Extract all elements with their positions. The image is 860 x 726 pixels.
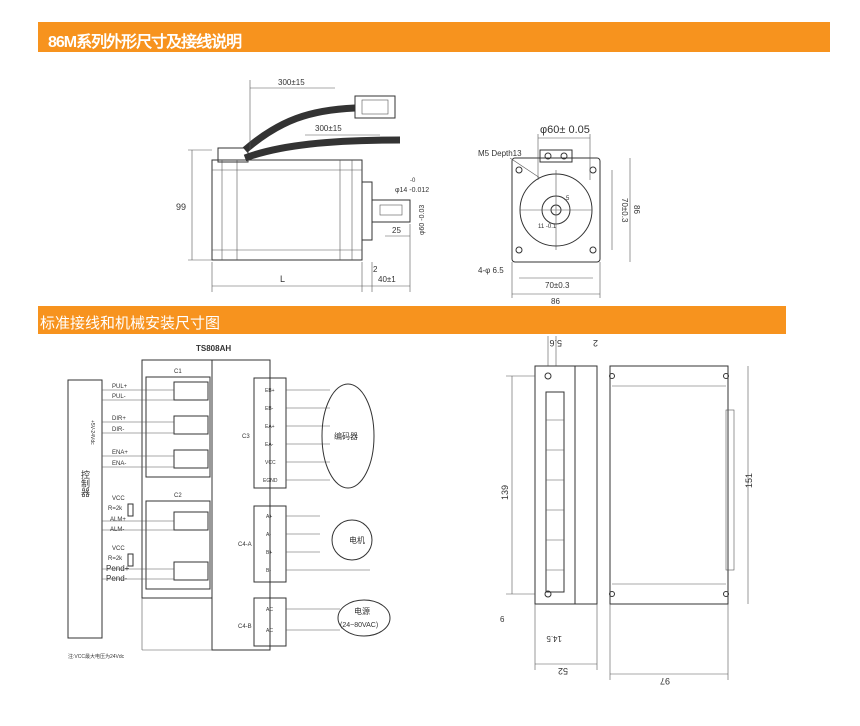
power-ellipse bbox=[337, 599, 391, 637]
key-length: 25 bbox=[392, 226, 401, 235]
top-dim-b: 2 bbox=[593, 338, 598, 348]
driver-model: TS808AH bbox=[196, 344, 231, 353]
driver-dimension-view: 5.6 2 139 151 6 14.5 52 97 bbox=[500, 336, 754, 686]
alm-plus: ALM+ bbox=[110, 517, 126, 523]
top-title: 86M系列外形尺寸及接线说明 bbox=[48, 34, 242, 51]
b-minus: B- bbox=[266, 568, 271, 574]
pend-minus: Pend- bbox=[106, 574, 128, 583]
small-dim-2: 11 -0.1 bbox=[538, 224, 557, 230]
wiring-diagram: TS808AH 控制器 +5V-24Vdc C1 PUL+ PUL- DIR+ … bbox=[67, 344, 391, 660]
eb-minus: EB- bbox=[265, 406, 274, 412]
front-connector bbox=[539, 149, 573, 163]
motor-length: L bbox=[280, 274, 285, 284]
encoder-label: 编码器 bbox=[334, 431, 358, 441]
section-title-banner: 标准接线和机械安装尺寸图 bbox=[38, 306, 786, 334]
pul-plus: PUL+ bbox=[112, 384, 128, 390]
resistor-2: R=2k bbox=[108, 556, 123, 562]
resistor-1: R=2k bbox=[108, 506, 123, 512]
front-height: 86 bbox=[632, 205, 641, 214]
shaft bbox=[371, 199, 411, 223]
vcc-1: VCC bbox=[112, 496, 125, 502]
pend-plus: Pend+ bbox=[106, 564, 130, 573]
c1-box bbox=[145, 376, 211, 478]
section-title: 标准接线和机械安装尺寸图 bbox=[40, 315, 221, 332]
c3-label: C3 bbox=[242, 434, 250, 440]
ac-2: AC bbox=[266, 628, 273, 634]
motor-height: 99 bbox=[176, 202, 186, 212]
a-minus: A- bbox=[266, 532, 271, 538]
driver-right-block bbox=[211, 359, 271, 651]
cable-1 bbox=[242, 104, 356, 153]
shaft-length: 40±1 bbox=[378, 275, 396, 284]
front-body bbox=[511, 157, 601, 263]
c4a-label: C4-A bbox=[238, 542, 252, 548]
controller-box bbox=[67, 379, 103, 639]
c1-label: C1 bbox=[174, 369, 182, 375]
c4a-box bbox=[253, 505, 287, 583]
power-label: 电源 bbox=[354, 606, 370, 616]
top-dim-a: 5.6 bbox=[549, 338, 562, 348]
terminal-strip bbox=[545, 391, 565, 593]
bottom-dim-a: 6 bbox=[500, 615, 505, 624]
eb-plus: EB+ bbox=[265, 388, 275, 394]
shaft-key bbox=[379, 204, 403, 216]
driver-side-face bbox=[609, 365, 729, 605]
ac-1: AC bbox=[266, 607, 273, 613]
shaft-diameter: φ14 -0.012 bbox=[395, 187, 429, 194]
motor-label: 电机 bbox=[349, 535, 365, 545]
encoder-gnd: EGND bbox=[263, 478, 278, 484]
dir-plus: DIR+ bbox=[112, 416, 126, 422]
c2-label: C2 bbox=[174, 493, 182, 499]
driver-inner-height: 139 bbox=[500, 485, 510, 500]
b-plus: B+ bbox=[266, 550, 272, 556]
hole-spec: 4-φ 6.5 bbox=[478, 266, 504, 275]
controller-label: 控制器 bbox=[80, 469, 90, 497]
top-title-banner: 86M系列外形尺寸及接线说明 bbox=[38, 22, 830, 52]
cable-connector bbox=[354, 95, 396, 119]
c4b-box bbox=[253, 597, 287, 647]
c4b-label: C4-B bbox=[238, 624, 252, 630]
cable-length-2: 300±15 bbox=[315, 124, 342, 133]
ena-minus: ENA- bbox=[112, 461, 126, 467]
motor-side-view: 300±15 300±15 99 L 40±1 2 25 φ14 -0.012 … bbox=[176, 78, 429, 292]
c3-box bbox=[253, 377, 287, 489]
encoder-ellipse bbox=[321, 383, 375, 489]
bottom-dim-b: 14.5 bbox=[546, 634, 562, 643]
hole-pitch-h: 70±0.3 bbox=[545, 281, 570, 290]
cable-2 bbox=[243, 136, 401, 162]
shaft-tolerance: -0 bbox=[410, 178, 416, 184]
flange bbox=[361, 181, 373, 241]
front-width: 86 bbox=[551, 297, 560, 306]
vcc-note: 注:VCC最大电压为24Vdc bbox=[68, 653, 125, 660]
flange-thickness: 2 bbox=[373, 265, 378, 274]
ena-plus: ENA+ bbox=[112, 450, 128, 456]
motor-body bbox=[211, 159, 363, 261]
driver-front-face bbox=[534, 365, 576, 605]
pul-minus: PUL- bbox=[112, 394, 126, 400]
dir-minus: DIR- bbox=[112, 427, 124, 433]
a-plus: A+ bbox=[266, 514, 272, 520]
motor-circle bbox=[331, 519, 373, 561]
pilot-diameter: φ60± 0.05 bbox=[540, 124, 590, 136]
small-dim-1: 5 bbox=[566, 196, 570, 202]
power-range: (24~80VAC) bbox=[340, 622, 378, 629]
driver-width: 52 bbox=[558, 666, 568, 676]
mount-hole: M5 Depth13 bbox=[478, 149, 522, 158]
cable-length-1: 300±15 bbox=[278, 78, 305, 87]
controller-voltage: +5V-24Vdc bbox=[89, 420, 95, 445]
driver-outer-height: 151 bbox=[744, 473, 754, 488]
encoder-vcc: VCC bbox=[265, 460, 276, 466]
c2-box bbox=[145, 500, 211, 590]
driver-depth: 97 bbox=[660, 676, 670, 686]
ea-minus: EA- bbox=[265, 442, 274, 448]
vcc-2: VCC bbox=[112, 546, 125, 552]
ea-plus: EA+ bbox=[265, 424, 275, 430]
hole-pitch-v: 70±0.3 bbox=[620, 198, 629, 223]
key-diameter: φ60 -0.03 bbox=[419, 205, 426, 235]
motor-front-view: φ60± 0.05 M5 Depth13 4-φ 6.5 70±0.3 86 7… bbox=[478, 124, 641, 306]
